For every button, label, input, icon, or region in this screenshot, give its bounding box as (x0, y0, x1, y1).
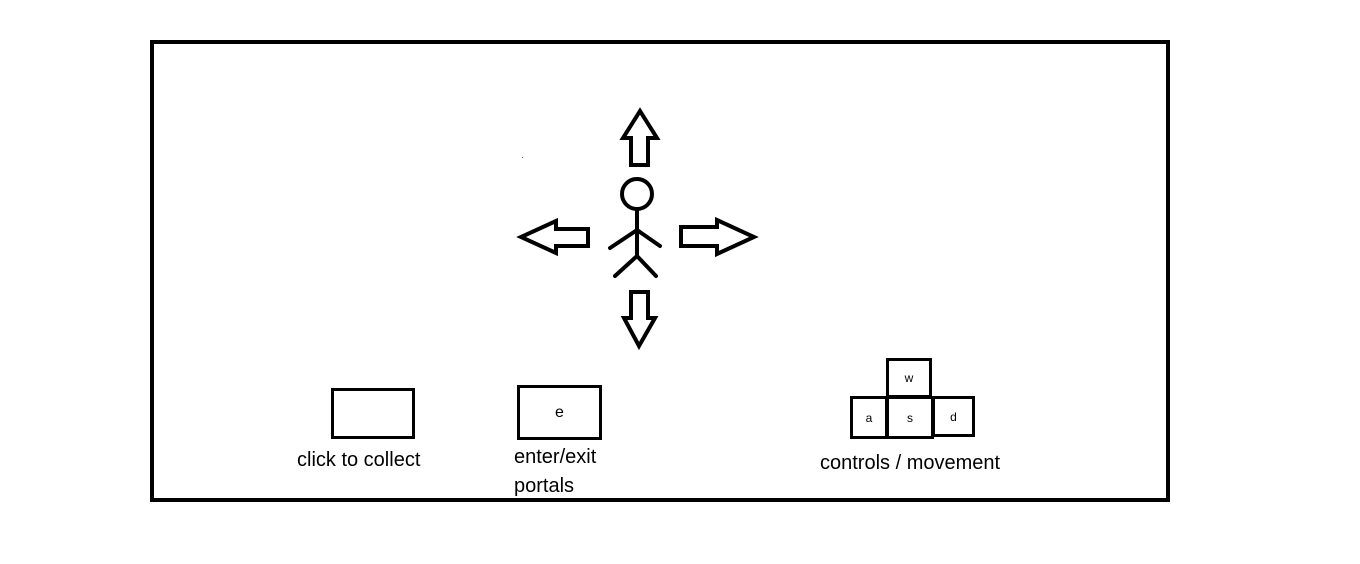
portal-e-key: e (517, 385, 602, 440)
collect-mouse-key (331, 388, 415, 439)
arrow-right-icon (679, 216, 759, 258)
arrow-up-icon (619, 107, 661, 167)
movement-key-s: s (886, 396, 934, 439)
portal-caption-line2: portals (514, 475, 575, 497)
arrow-left-icon (516, 217, 590, 257)
movement-key-a: a (850, 396, 888, 439)
movement-key-d: d (932, 396, 975, 437)
movement-key-w: w (886, 358, 932, 398)
movement-caption: controls / movement (820, 452, 1001, 474)
portal-caption-line1: enter/exit (514, 446, 597, 468)
collect-caption: click to collect (297, 449, 421, 471)
arrow-down-icon (620, 290, 659, 351)
stick-figure-icon (608, 177, 662, 278)
stray-dot (522, 157, 523, 158)
game-frame (150, 40, 1170, 502)
